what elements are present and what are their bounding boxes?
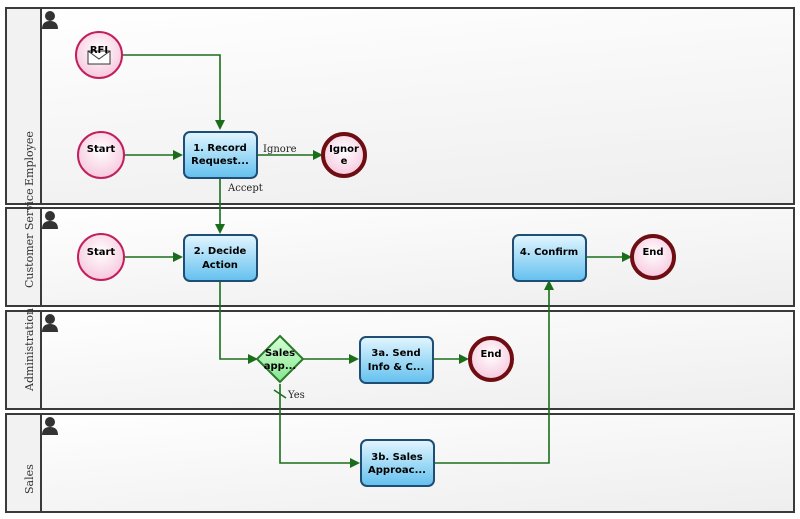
flow-sales-to-confirm[interactable] — [433, 280, 554, 464]
task-label-line1: 1. Record — [193, 143, 247, 154]
task-label-line2: Request... — [191, 156, 249, 167]
lane-header: Sales — [7, 415, 42, 511]
edge-label-ignore: Ignore — [263, 144, 297, 155]
person-icon — [42, 417, 58, 435]
edge-label-yes: Yes — [287, 390, 305, 401]
event-end-label: End — [642, 247, 663, 258]
task-record-request[interactable]: 1. Record Request... — [183, 131, 258, 179]
event-start-label: Start — [87, 144, 116, 155]
lane-header: Customer Service — [7, 188, 42, 305]
event-end-ignore[interactable]: Ignor e — [321, 132, 367, 178]
person-icon — [42, 314, 58, 332]
person-icon — [42, 211, 58, 229]
gateway-sales-approach[interactable]: Sales app... — [255, 334, 305, 384]
task-label-line2: Info & C... — [368, 362, 424, 373]
task-decide-action[interactable]: 2. Decide Action — [183, 234, 258, 282]
person-icon — [42, 11, 58, 29]
task-confirm[interactable]: 4. Confirm — [512, 234, 587, 282]
gateway-label-line1: Sales — [265, 348, 295, 359]
task-label-line1: 2. Decide — [194, 246, 247, 257]
event-end-administration[interactable]: End — [468, 336, 514, 382]
default-flow-marker — [273, 389, 287, 399]
event-rfi[interactable]: RFI — [75, 31, 123, 79]
flow-decide-to-gateway[interactable] — [219, 281, 258, 364]
event-rfi-label: RFI — [90, 45, 108, 56]
flow-rfi-to-record[interactable] — [123, 54, 225, 130]
event-start-label: Start — [87, 247, 116, 258]
task-label-line1: 3b. Sales — [371, 452, 423, 463]
event-start-employee[interactable]: Start — [77, 131, 125, 179]
task-label-line2: Approac... — [368, 465, 426, 476]
event-end-customer-service[interactable]: End — [630, 234, 676, 280]
task-label-line1: 3a. Send — [371, 348, 420, 359]
edge-label-accept: Accept — [227, 183, 263, 194]
event-start-customer-service[interactable]: Start — [77, 233, 125, 281]
gateway-label-line2: app... — [264, 361, 296, 372]
event-end-label: End — [480, 349, 501, 360]
lane-employee: Employee — [5, 7, 795, 205]
envelope-icon — [87, 50, 111, 65]
flow-gateway-to-sales[interactable] — [279, 384, 360, 468]
task-label-line2: Action — [202, 260, 238, 271]
task-send-info[interactable]: 3a. Send Info & C... — [359, 336, 434, 384]
event-end-label-line2: e — [341, 156, 348, 167]
lane-header: Administration — [7, 308, 42, 408]
lane-header: Employee — [7, 9, 42, 203]
task-label-line1: 4. Confirm — [520, 247, 578, 258]
event-end-label-line1: Ignor — [329, 144, 359, 155]
task-sales-approach[interactable]: 3b. Sales Approac... — [360, 439, 435, 487]
